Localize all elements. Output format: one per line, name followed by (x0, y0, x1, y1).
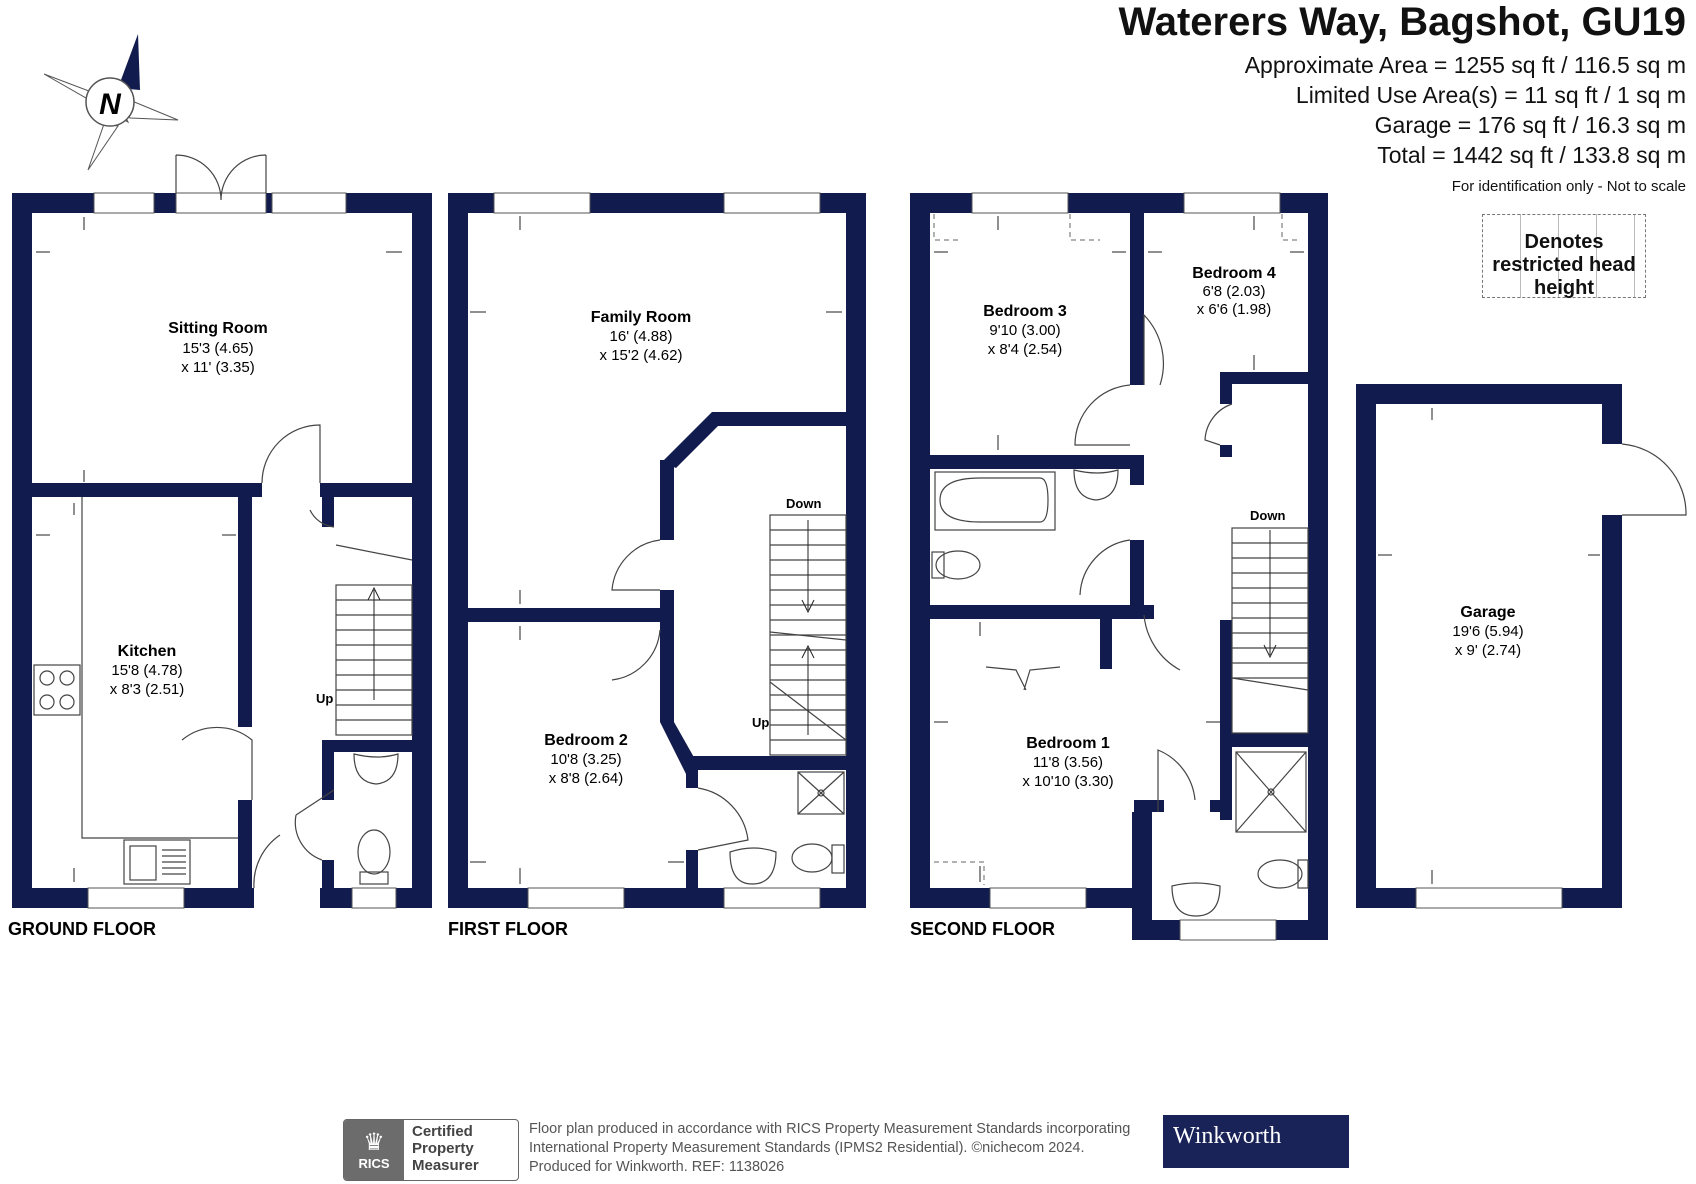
stairs-down-label-second: Down (1250, 508, 1285, 523)
area-garage: Garage = 176 sq ft / 16.3 sq m (1374, 112, 1686, 138)
badge-line: Certified (412, 1123, 473, 1140)
svg-text:15'3 (4.65): 15'3 (4.65) (182, 340, 253, 357)
floor-label-second: SECOND FLOOR (910, 919, 1055, 939)
svg-text:10'8 (3.25): 10'8 (3.25) (550, 751, 621, 768)
rics-lion-icon: ♛ (363, 1128, 385, 1156)
badge-line: Measurer (412, 1157, 479, 1174)
room-label-bedroom-3: Bedroom 3 9'10 (3.00) x 8'4 (2.54) (983, 303, 1067, 358)
svg-text:x 10'10 (3.30): x 10'10 (3.30) (1022, 773, 1113, 790)
svg-text:11'8 (3.56): 11'8 (3.56) (1033, 754, 1103, 771)
room-label-garage: Garage 19'6 (5.94) x 9' (2.74) (1452, 604, 1523, 659)
footer-line: International Property Measurement Stand… (529, 1140, 1085, 1156)
rics-certified-badge: ♛ RICS Certified Property Measurer (343, 1119, 519, 1181)
svg-text:x 11' (3.35): x 11' (3.35) (181, 359, 254, 376)
room-label-bedroom-2: Bedroom 2 10'8 (3.25) x 8'8 (2.64) (544, 732, 628, 787)
restricted-head-height-legend: Denotes restricted head height (1482, 214, 1646, 299)
svg-text:Bedroom 1: Bedroom 1 (1026, 735, 1110, 752)
ground-floor-plan (12, 154, 432, 909)
svg-text:Bedroom 3: Bedroom 3 (983, 303, 1067, 320)
svg-text:x 8'4 (2.54): x 8'4 (2.54) (988, 341, 1063, 358)
svg-text:16' (4.88): 16' (4.88) (610, 328, 673, 345)
svg-text:x 8'3 (2.51): x 8'3 (2.51) (110, 681, 185, 698)
property-title: Waterers Way, Bagshot, GU19 (1118, 0, 1686, 44)
svg-text:x 8'8 (2.64): x 8'8 (2.64) (549, 770, 624, 787)
room-label-sitting-room: Sitting Room 15'3 (4.65) x 11' (3.35) (168, 320, 268, 376)
floor-label-first: FIRST FLOOR (448, 919, 568, 939)
floor-label-ground: GROUND FLOOR (8, 919, 156, 939)
svg-text:Garage: Garage (1460, 604, 1515, 621)
badge-text: Certified Property Measurer (404, 1120, 487, 1180)
footer-disclaimer: Floor plan produced in accordance with R… (529, 1120, 1130, 1177)
room-label-bedroom-1: Bedroom 1 11'8 (3.56) x 10'10 (3.30) (1022, 735, 1113, 790)
area-approximate: Approximate Area = 1255 sq ft / 116.5 sq… (1244, 52, 1686, 78)
stairs-up-label-ground: Up (316, 691, 333, 706)
svg-text:Bedroom 4: Bedroom 4 (1192, 265, 1276, 282)
svg-text:Bedroom 2: Bedroom 2 (544, 732, 628, 749)
svg-text:19'6 (5.94): 19'6 (5.94) (1452, 623, 1523, 640)
area-summary: Approximate Area = 1255 sq ft / 116.5 sq… (1245, 50, 1686, 170)
svg-text:Sitting Room: Sitting Room (168, 320, 268, 337)
svg-text:x 9' (2.74): x 9' (2.74) (1455, 642, 1521, 659)
compass-north-icon: N (43, 34, 179, 171)
rics-logo-text: RICS (358, 1155, 390, 1171)
stairs-down-label-first: Down (786, 496, 821, 511)
svg-text:6'8 (2.03): 6'8 (2.03) (1203, 283, 1266, 300)
svg-text:Family Room: Family Room (591, 309, 691, 326)
room-label-family-room: Family Room 16' (4.88) x 15'2 (4.62) (591, 309, 691, 364)
svg-text:Kitchen: Kitchen (118, 643, 177, 660)
svg-text:x 15'2 (4.62): x 15'2 (4.62) (600, 347, 683, 364)
stairs-up-label-first: Up (752, 715, 769, 730)
second-floor-plan (910, 192, 1328, 941)
area-total: Total = 1442 sq ft / 133.8 sq m (1377, 142, 1686, 168)
area-limited-use: Limited Use Area(s) = 11 sq ft / 1 sq m (1295, 82, 1686, 108)
room-label-bedroom-4: Bedroom 4 6'8 (2.03) x 6'6 (1.98) (1192, 265, 1276, 318)
svg-text:15'8 (4.78): 15'8 (4.78) (111, 662, 182, 679)
svg-text:x 6'6 (1.98): x 6'6 (1.98) (1197, 301, 1272, 318)
rics-logo: ♛ RICS (344, 1120, 404, 1180)
badge-line: Property (412, 1140, 474, 1157)
winkworth-logo: Winkworth (1163, 1115, 1349, 1168)
scale-note: For identification only - Not to scale (1451, 178, 1686, 195)
garage-plan (1356, 384, 1687, 909)
room-label-kitchen: Kitchen 15'8 (4.78) x 8'3 (2.51) (110, 643, 185, 698)
compass-label: N (99, 88, 122, 121)
svg-text:9'10 (3.00): 9'10 (3.00) (989, 322, 1060, 339)
footer-line: Floor plan produced in accordance with R… (529, 1121, 1131, 1137)
first-floor-plan (448, 192, 866, 909)
footer-line: Produced for Winkworth. REF: 1138026 (529, 1159, 785, 1175)
